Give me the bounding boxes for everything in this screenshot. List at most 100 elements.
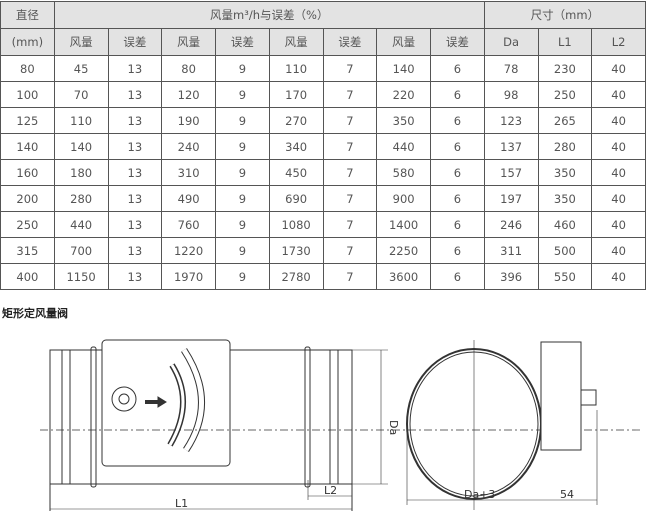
table-cell: 315	[0, 237, 55, 264]
table-cell: 13	[107, 81, 163, 108]
table-cell: 1730	[268, 237, 324, 264]
table-cell: 340	[268, 133, 324, 160]
table-cell: 9	[215, 159, 270, 186]
table-cell: 310	[161, 159, 216, 186]
table-cell: 440	[53, 211, 109, 238]
header-sub-col: 风量	[161, 28, 216, 56]
table-cell: 190	[161, 107, 216, 134]
table-cell: 3600	[376, 263, 431, 290]
table-cell: 7	[322, 81, 378, 108]
table-cell: 197	[483, 185, 539, 212]
side-view	[40, 339, 640, 511]
table-cell: 350	[537, 159, 593, 186]
end-view	[406, 340, 598, 510]
table-cell: 180	[53, 159, 109, 186]
label-l1: L1	[175, 497, 188, 510]
table-cell: 100	[0, 81, 55, 108]
header-sub-col: 误差	[322, 28, 378, 56]
header-sub-col: 误差	[215, 28, 270, 56]
table-cell: 400	[0, 263, 55, 290]
table-cell: 40	[591, 237, 646, 264]
table-cell: 460	[537, 211, 593, 238]
table-cell: 350	[376, 107, 431, 134]
table-cell: 110	[53, 107, 109, 134]
section-caption: 矩形定风量阀	[2, 307, 68, 320]
table-cell: 7	[322, 107, 378, 134]
table-cell: 350	[537, 185, 593, 212]
table-cell: 7	[322, 55, 378, 82]
table-cell: 6	[430, 159, 485, 186]
table-cell: 250	[0, 211, 55, 238]
table-cell: 40	[591, 107, 646, 134]
table-cell: 250	[537, 81, 593, 108]
table-cell: 9	[215, 237, 270, 264]
table-cell: 9	[215, 81, 270, 108]
table-cell: 40	[591, 81, 646, 108]
table-cell: 13	[107, 159, 163, 186]
table-cell: 6	[430, 81, 485, 108]
table-cell: 13	[107, 133, 163, 160]
table-cell: 170	[268, 81, 324, 108]
table-cell: 98	[483, 81, 539, 108]
table-cell: 1970	[161, 263, 216, 290]
header-size-group: 尺寸（mm）	[483, 1, 646, 29]
table-cell: 2780	[268, 263, 324, 290]
table-cell: 270	[268, 107, 324, 134]
label-da: Da	[387, 420, 400, 435]
table-cell: 6	[430, 263, 485, 290]
table-cell: 13	[107, 211, 163, 238]
table-cell: 78	[483, 55, 539, 82]
table-cell: 80	[161, 55, 216, 82]
header-airflow-group: 风量m³/h与误差（%）	[53, 1, 485, 29]
table-cell: 690	[268, 185, 324, 212]
table-cell: 490	[161, 185, 216, 212]
table-cell: 1080	[268, 211, 324, 238]
table-cell: 6	[430, 185, 485, 212]
table-cell: 396	[483, 263, 539, 290]
table-cell: 440	[376, 133, 431, 160]
table-cell: 9	[215, 55, 270, 82]
table-cell: 550	[537, 263, 593, 290]
table-cell: 110	[268, 55, 324, 82]
table-cell: 450	[268, 159, 324, 186]
table-cell: 7	[322, 237, 378, 264]
table-cell: 140	[0, 133, 55, 160]
table-cell: 1150	[53, 263, 109, 290]
table-cell: 2250	[376, 237, 431, 264]
table-cell: 240	[161, 133, 216, 160]
table-cell: 580	[376, 159, 431, 186]
header-sub-col: L1	[537, 28, 593, 56]
table-cell: 6	[430, 133, 485, 160]
spec-table: 直径 风量m³/h与误差（%） 尺寸（mm） (mm) 风量误差风量误差风量误差…	[0, 1, 646, 290]
table-cell: 13	[107, 237, 163, 264]
table-cell: 40	[591, 263, 646, 290]
header-sub-col: 风量	[268, 28, 324, 56]
table-cell: 13	[107, 185, 163, 212]
header-sub-col: 风量	[376, 28, 431, 56]
table-cell: 9	[215, 211, 270, 238]
table-cell: 40	[591, 55, 646, 82]
table-cell: 40	[591, 159, 646, 186]
table-cell: 13	[107, 263, 163, 290]
table-cell: 230	[537, 55, 593, 82]
table-cell: 246	[483, 211, 539, 238]
header-sub-col: 误差	[107, 28, 163, 56]
table-cell: 760	[161, 211, 216, 238]
table-cell: 157	[483, 159, 539, 186]
table-cell: 9	[215, 107, 270, 134]
table-cell: 120	[161, 81, 216, 108]
table-cell: 123	[483, 107, 539, 134]
table-cell: 900	[376, 185, 431, 212]
header-sub-col: L2	[591, 28, 646, 56]
table-cell: 7	[322, 211, 378, 238]
table-cell: 1400	[376, 211, 431, 238]
label-54: 54	[560, 488, 574, 501]
table-cell: 200	[0, 185, 55, 212]
